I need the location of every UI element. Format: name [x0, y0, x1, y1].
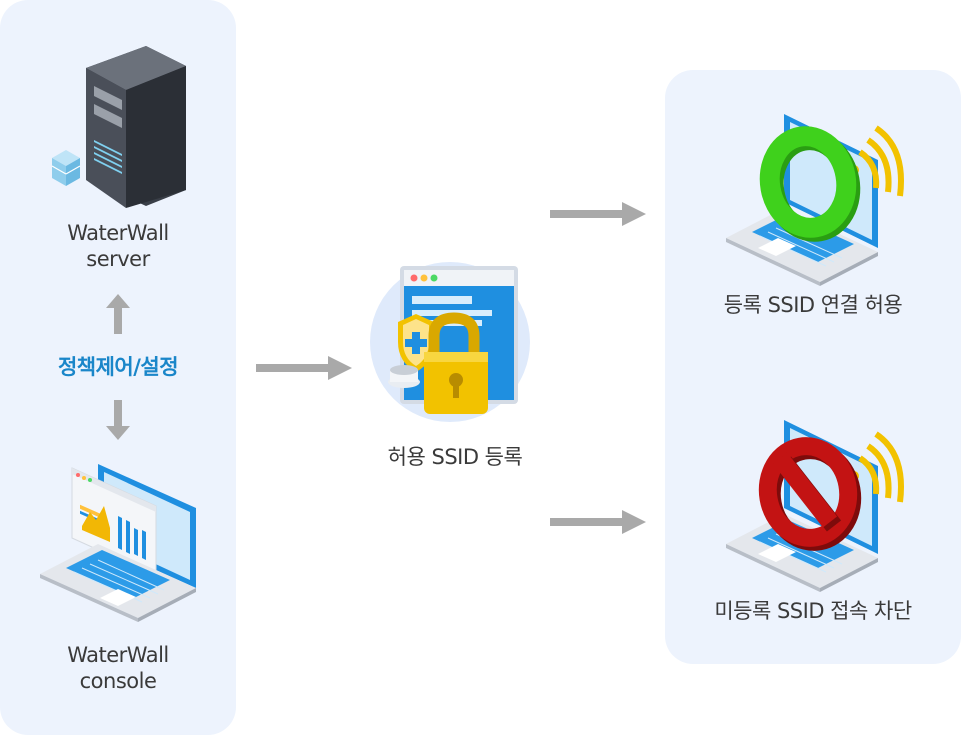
server-label: WaterWall server — [18, 220, 218, 272]
up-arrow-icon — [106, 294, 130, 334]
right-arrow-to-blocked-icon — [550, 510, 646, 534]
lock-registration-icon — [370, 262, 530, 422]
console-label: WaterWall console — [18, 642, 218, 694]
control-label: 정책제어/설정 — [57, 355, 179, 379]
allowed-laptop-icon — [726, 114, 904, 286]
console-laptop-icon — [40, 464, 196, 622]
down-arrow-icon — [106, 400, 130, 440]
blocked-laptop-icon — [726, 420, 904, 592]
blocked-label: 미등록 SSID 접속 차단 — [714, 599, 912, 623]
right-arrow-to-allowed-icon — [550, 202, 646, 226]
console-label-line1: WaterWall — [67, 643, 169, 667]
console-label-line2: console — [79, 669, 157, 693]
register-label: 허용 SSID 등록 — [387, 445, 523, 469]
right-arrow-to-register-icon — [256, 356, 352, 380]
server-icon — [51, 46, 186, 208]
server-label-line1: WaterWall — [67, 221, 169, 245]
server-label-line2: server — [86, 247, 150, 271]
allowed-label: 등록 SSID 연결 허용 — [723, 293, 903, 317]
